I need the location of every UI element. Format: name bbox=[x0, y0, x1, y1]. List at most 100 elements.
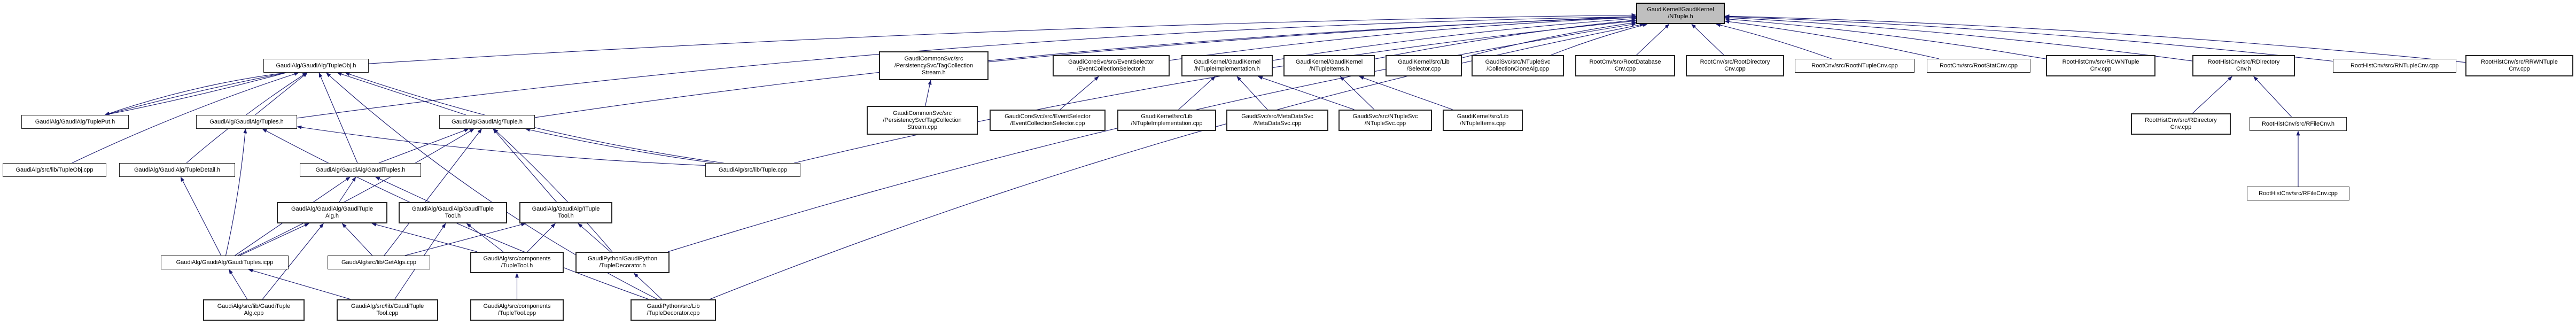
graph-node-ntupleimplementation_cpp[interactable]: GaudiKernel/src/Lib /NTupleImplementatio… bbox=[1117, 110, 1216, 131]
edge-selector_cpp-to-ntuple_h bbox=[1461, 21, 1637, 58]
edge-rrwntuplecnv_cpp-to-ntuple_h bbox=[1724, 14, 2466, 63]
edge-tupledecorator_h-to-itupletool_h bbox=[578, 223, 611, 252]
edge-getalgs_cpp-to-itupletool_h bbox=[404, 222, 526, 256]
edge-gaudituplealg_cpp-to-gaudituplealg_h bbox=[262, 223, 324, 300]
edge-rdirectorycnv_h-to-ntuple_h bbox=[1724, 16, 2193, 61]
edge-gaudituples_icpp-to-tuple_h bbox=[237, 128, 474, 256]
edge-tuple_cpp-to-tuple_h bbox=[525, 128, 715, 164]
edge-getalgs_cpp-to-gaudituplealg_h bbox=[341, 223, 373, 256]
edge-getalgs_cpp-to-tuple_h bbox=[384, 128, 482, 256]
edge-gauditupletool_cpp-to-gaudituples_icpp bbox=[248, 268, 351, 300]
graph-node-rootdatabasecnv_cpp[interactable]: RootCnv/src/RootDatabase Cnv.cpp bbox=[1575, 55, 1675, 76]
edge-comp_tupletool_h-to-gauditupletool_h bbox=[466, 223, 504, 252]
edge-ntupleitems_h-to-ntuple_h bbox=[1374, 18, 1637, 59]
graph-node-gauditupletool_cpp[interactable]: GaudiAlg/src/lib/GaudiTuple Tool.cpp bbox=[337, 299, 438, 321]
graph-node-ntuplesvc_cpp[interactable]: GaudiSvc/src/NTupleSvc /NTupleSvc.cpp bbox=[1338, 110, 1432, 131]
graph-node-gaudituplealg_cpp[interactable]: GaudiAlg/src/lib/GaudiTuple Alg.cpp bbox=[203, 299, 305, 321]
edge-tupleobj_h-to-ntuple_h bbox=[368, 13, 1637, 64]
edge-comp_tupletool_h-to-gaudituplealg_h bbox=[371, 222, 478, 252]
edge-tuple_cpp-to-tuples_h bbox=[297, 125, 706, 166]
edge-gaudituples_icpp-to-tupledetail_h bbox=[180, 176, 222, 256]
graph-node-gaudituples_icpp[interactable]: GaudiAlg/GaudiAlg/GaudiTuples.icpp bbox=[161, 256, 289, 269]
graph-node-ntupleitems_h[interactable]: GaudiKernel/GaudiKernel /NTupleItems.h bbox=[1283, 55, 1375, 76]
edge-gaudituplealg_h-to-gaudituples_h bbox=[339, 176, 356, 203]
graph-node-rdirectorycnv_h[interactable]: RootHistCnv/src/RDirectory Cnv.h bbox=[2192, 55, 2295, 76]
graph-node-eventcollectionselector_cpp[interactable]: GaudiCoreSvc/src/EventSelector /EventCol… bbox=[990, 110, 1106, 131]
edge-metadatasvc_cpp-to-ntupleimplementation_h bbox=[1236, 76, 1268, 110]
edge-eventcollectionselector_cpp-to-eventcollectionselector_h bbox=[1060, 76, 1099, 110]
edge-gaudituples_h-to-tupleobj_h bbox=[318, 72, 358, 164]
edge-gaudituples_icpp-to-tuples_h bbox=[225, 128, 247, 256]
graph-node-tupleobj_h[interactable]: GaudiAlg/GaudiAlg/TupleObj.h bbox=[263, 59, 369, 73]
graph-node-tuples_h[interactable]: GaudiAlg/GaudiAlg/Tuples.h bbox=[196, 115, 297, 129]
graph-node-tuple_cpp[interactable]: GaudiAlg/src/lib/Tuple.cpp bbox=[705, 163, 800, 177]
edge-tuple_cpp-to-ntuple_h bbox=[793, 19, 1637, 164]
edge-tupleobj_h-to-tupleput_h bbox=[104, 72, 286, 115]
edge-tagcollectionstream_cpp-to-tagcollectionstream_h bbox=[925, 80, 932, 106]
graph-node-rdirectorycnv_cpp2[interactable]: RootHistCnv/src/RDirectory Cnv.cpp bbox=[2131, 113, 2231, 135]
graph-node-root-ntuple_h[interactable]: GaudiKernel/GaudiKernel /NTuple.h bbox=[1636, 3, 1725, 24]
edge-tupledecorator_cpp-to-tupledecorator_h bbox=[633, 273, 663, 300]
edge-ntuplesvc_cpp-to-ntupleitems_h bbox=[1340, 76, 1375, 110]
graph-node-comp_tupletool_h[interactable]: GaudiAlg/src/components /TupleTool.h bbox=[470, 252, 564, 273]
edge-rfilecnv_h-to-rdirectorycnv_h bbox=[2253, 76, 2292, 118]
graph-node-tupleput_h[interactable]: GaudiAlg/GaudiAlg/TuplePut.h bbox=[21, 115, 129, 129]
graph-node-rcwntuplecnv_cpp[interactable]: RootHistCnv/src/RCWNTuple Cnv.cpp bbox=[2046, 55, 2155, 76]
graph-node-metadatasvc_cpp[interactable]: GaudiSvc/src/MetaDataSvc /MetaDataSvc.cp… bbox=[1226, 110, 1328, 131]
graph-node-rrwntuplecnv_cpp[interactable]: RootHistCnv/src/RRWNTuple Cnv.cpp bbox=[2465, 55, 2573, 76]
graph-node-rntuplecnv_cpp[interactable]: RootHistCnv/src/RNTupleCnv.cpp bbox=[2333, 59, 2456, 73]
edge-collectionclonealg_cpp-to-ntuple_h bbox=[1551, 23, 1648, 56]
edge-rntuplecnv_cpp-to-ntuple_h bbox=[1724, 14, 2333, 62]
graph-node-rfilecnv_cpp[interactable]: RootHistCnv/src/RFileCnv.cpp bbox=[2247, 187, 2349, 200]
edge-tuples_h-to-ntuple_h bbox=[297, 14, 1637, 119]
graph-node-ntupleitems_cpp[interactable]: GaudiKernel/src/Lib /NTupleItems.cpp bbox=[1443, 110, 1523, 131]
graph-node-tupledecorator_cpp[interactable]: GaudiPython/src/Lib /TupleDecorator.cpp bbox=[631, 299, 716, 321]
edge-rootstatcnv_cpp-to-ntuple_h bbox=[1724, 20, 1940, 59]
edge-ntupleitems_cpp-to-ntupleitems_h bbox=[1359, 76, 1453, 110]
graph-node-rfilecnv_h[interactable]: RootHistCnv/src/RFileCnv.h bbox=[2250, 117, 2347, 131]
graph-node-gaudituplealg_h[interactable]: GaudiAlg/GaudiAlg/GaudiTuple Alg.h bbox=[277, 202, 387, 223]
edge-gaudituples_h-to-tuple_h bbox=[378, 128, 469, 164]
edge-tuples_h-to-tupleobj_h bbox=[255, 72, 308, 115]
edge-rootdirectorycnv_cpp-to-ntuple_h bbox=[1691, 24, 1724, 56]
graph-node-selector_cpp[interactable]: GaudiKernel/src/Lib /Selector.cpp bbox=[1386, 55, 1462, 76]
edge-ntupleimplementation_cpp-to-ntupleimplementation_h bbox=[1178, 76, 1216, 110]
edge-comp_tupletool_h-to-itupletool_h bbox=[527, 223, 556, 252]
edge-eventcollectionselector_h-to-ntuple_h bbox=[1169, 16, 1637, 61]
graph-node-rootntuplecnv_cpp[interactable]: RootCnv/src/RootNTupleCnv.cpp bbox=[1795, 59, 1915, 73]
graph-node-rootdirectorycnv_cpp[interactable]: RootCnv/src/RootDirectory Cnv.cpp bbox=[1686, 55, 1784, 76]
graph-node-eventcollectionselector_h[interactable]: GaudiCoreSvc/src/EventSelector /EventCol… bbox=[1053, 55, 1170, 76]
edge-tagcollectionstream_h-to-ntuple_h bbox=[988, 14, 1637, 63]
graph-node-tupledecorator_h[interactable]: GaudiPython/GaudiPython /TupleDecorator.… bbox=[575, 252, 670, 273]
edge-rcwntuplecnv_cpp-to-ntuple_h bbox=[1724, 17, 2046, 59]
edge-rootdatabasecnv_cpp-to-ntuple_h bbox=[1636, 24, 1670, 56]
graph-node-tagcollectionstream_cpp[interactable]: GaudiCommonSvc/src /PersistencySvc/TagCo… bbox=[867, 106, 978, 135]
edge-tuple_h-to-tupleobj_h bbox=[337, 72, 466, 115]
edge-ntuplesvc_cpp-to-ntupleimplementation_h bbox=[1257, 76, 1355, 110]
edge-tupleobj_h-to-tupleput_h bbox=[104, 72, 286, 116]
graph-node-tupledetail_h[interactable]: GaudiAlg/GaudiAlg/TupleDetail.h bbox=[119, 163, 235, 177]
edge-rootntuplecnv_cpp-to-ntuple_h bbox=[1715, 23, 1832, 59]
graph-node-comp_tupletool_cpp[interactable]: GaudiAlg/src/components /TupleTool.cpp bbox=[470, 299, 564, 321]
graph-node-gaudituples_h[interactable]: GaudiAlg/GaudiAlg/GaudiTuples.h bbox=[300, 163, 421, 177]
graph-node-rootstatcnv_cpp[interactable]: RootCnv/src/RootStatCnv.cpp bbox=[1927, 59, 2030, 73]
graph-node-getalgs_cpp[interactable]: GaudiAlg/src/lib/GetAlgs.cpp bbox=[328, 256, 430, 269]
edge-tupleobj_cpp-to-tupleobj_h bbox=[72, 72, 299, 164]
edge-tupleobj_h-to-tupleput_h bbox=[104, 72, 286, 116]
graph-node-collectionclonealg_cpp[interactable]: GaudiSvc/src/NTupleSvc /CollectionCloneA… bbox=[1472, 55, 1564, 76]
edge-rdirectorycnv_cpp2-to-rdirectorycnv_h bbox=[2192, 76, 2232, 114]
edge-tupledecorator_cpp-to-ntuple_h bbox=[709, 23, 1645, 300]
edge-tupledecorator_h-to-tuple_h bbox=[493, 128, 613, 252]
edge-gauditupletool_h-to-gaudituples_h bbox=[375, 176, 430, 203]
graph-node-tagcollectionstream_h[interactable]: GaudiCommonSvc/src /PersistencySvc/TagCo… bbox=[879, 51, 989, 80]
edge-ntupleimplementation_h-to-ntuple_h bbox=[1272, 17, 1637, 61]
graph-node-ntupleimplementation_h[interactable]: GaudiKernel/GaudiKernel /NTupleImplement… bbox=[1181, 55, 1273, 76]
graph-node-gauditupletool_h[interactable]: GaudiAlg/GaudiAlg/GaudiTuple Tool.h bbox=[399, 202, 507, 223]
edge-itupletool_h-to-tuple_h bbox=[493, 128, 557, 203]
graph-node-tupleobj_cpp[interactable]: GaudiAlg/src/lib/TupleObj.cpp bbox=[3, 163, 106, 177]
graph-node-itupletool_h[interactable]: GaudiAlg/GaudiAlg/ITuple Tool.h bbox=[519, 202, 612, 223]
graph-node-tuple_h[interactable]: GaudiAlg/GaudiAlg/Tuple.h bbox=[439, 115, 535, 129]
edge-gaudituplealg_cpp-to-gaudituples_icpp bbox=[229, 269, 248, 300]
